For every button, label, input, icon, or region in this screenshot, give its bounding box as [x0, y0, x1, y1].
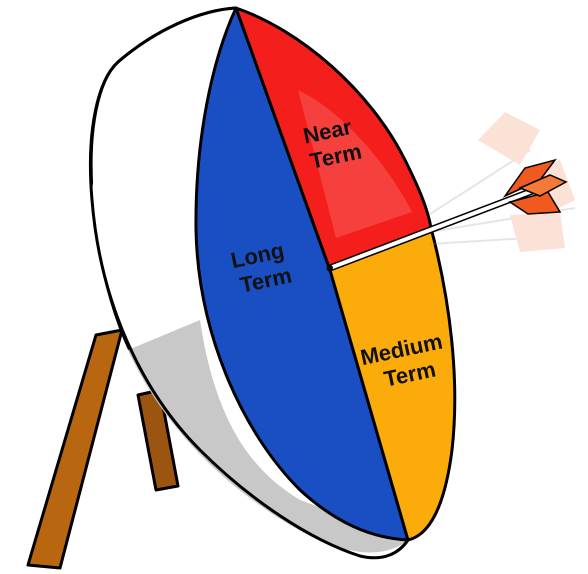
- arrow-tip: [327, 265, 333, 271]
- segment-long-term: [194, 6, 410, 542]
- segment-medium-term: [328, 226, 457, 542]
- arrow-shaft: [328, 180, 558, 270]
- trail-fletch-3: [510, 212, 565, 252]
- segment-near-term: [234, 6, 433, 272]
- rim-grey-shadow: [128, 320, 408, 553]
- target-face: [194, 6, 457, 542]
- label-near-term: Near Term: [301, 113, 365, 174]
- trail-line-3: [429, 235, 561, 245]
- arrow-fletch-mid: [518, 174, 568, 197]
- segment-labels: Near Term Long Term Medium Term: [229, 113, 445, 392]
- trail-line-1: [429, 149, 531, 215]
- arrow: [326, 158, 568, 272]
- stand-leg-left: [26, 328, 124, 570]
- arrow-fletch-bottom: [508, 191, 562, 215]
- near-term-highlight: [298, 90, 412, 238]
- rim-outline: [88, 6, 410, 560]
- trail-fletch-1: [478, 112, 540, 165]
